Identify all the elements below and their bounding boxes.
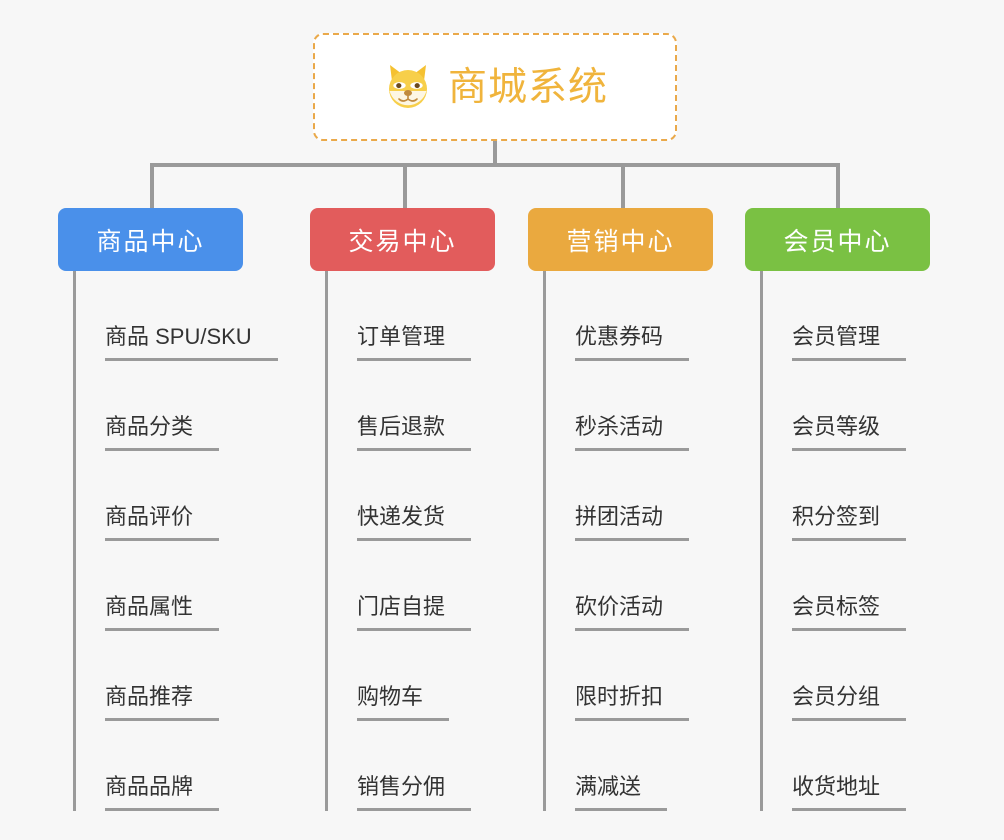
leaf-label: 商品推荐 xyxy=(105,686,220,721)
list-item[interactable]: 商品评价 xyxy=(73,451,278,541)
shiba-dog-face-icon xyxy=(382,61,434,113)
root-node[interactable]: 商城系统 xyxy=(313,33,677,141)
leaf-label: 拼团活动 xyxy=(575,506,690,541)
leaf-label: 会员标签 xyxy=(792,596,907,631)
list-item[interactable]: 收货地址 xyxy=(760,721,907,811)
connector-root-stem xyxy=(493,141,497,165)
list-item[interactable]: 积分签到 xyxy=(760,451,907,541)
leaf-label: 会员等级 xyxy=(792,416,907,451)
list-item[interactable]: 会员标签 xyxy=(760,541,907,631)
list-item[interactable]: 商品 SPU/SKU xyxy=(73,271,278,361)
leaf-label: 商品分类 xyxy=(105,416,220,451)
branch-leaf-list: 会员管理 会员等级 积分签到 会员标签 会员分组 收货地址 xyxy=(760,271,907,811)
leaf-label: 商品属性 xyxy=(105,596,220,631)
list-item[interactable]: 商品品牌 xyxy=(73,721,278,811)
connector-drop-3 xyxy=(621,163,625,209)
branch-trunk xyxy=(73,271,76,811)
list-item[interactable]: 快递发货 xyxy=(325,451,472,541)
leaf-label: 订单管理 xyxy=(357,326,472,361)
list-item[interactable]: 满减送 xyxy=(543,721,689,811)
leaf-label: 购物车 xyxy=(357,686,450,721)
list-item[interactable]: 会员分组 xyxy=(760,631,907,721)
leaf-label: 售后退款 xyxy=(357,416,472,451)
branch-header-label: 会员中心 xyxy=(783,227,892,256)
connector-drop-1 xyxy=(150,163,154,209)
list-item[interactable]: 商品推荐 xyxy=(73,631,278,721)
list-item[interactable]: 优惠券码 xyxy=(543,271,690,361)
leaf-label: 快递发货 xyxy=(357,506,472,541)
list-item[interactable]: 商品属性 xyxy=(73,541,278,631)
leaf-label: 满减送 xyxy=(575,776,668,811)
connector-horizontal-bus xyxy=(150,163,840,167)
branch-leaf-list: 订单管理 售后退款 快递发货 门店自提 购物车 销售分佣 xyxy=(325,271,472,811)
list-item[interactable]: 限时折扣 xyxy=(543,631,690,721)
branch-trunk xyxy=(543,271,546,811)
branch-header-product[interactable]: 商品中心 xyxy=(58,208,243,271)
branch-trunk xyxy=(325,271,328,811)
branch-header-member[interactable]: 会员中心 xyxy=(745,208,930,271)
branch-header-trade[interactable]: 交易中心 xyxy=(310,208,495,271)
list-item[interactable]: 拼团活动 xyxy=(543,451,690,541)
list-item[interactable]: 砍价活动 xyxy=(543,541,690,631)
leaf-label: 砍价活动 xyxy=(575,596,690,631)
leaf-label: 优惠券码 xyxy=(575,326,690,361)
leaf-label: 收货地址 xyxy=(792,776,907,811)
branch-leaf-list: 优惠券码 秒杀活动 拼团活动 砍价活动 限时折扣 满减送 xyxy=(543,271,690,811)
leaf-label: 限时折扣 xyxy=(575,686,690,721)
list-item[interactable]: 秒杀活动 xyxy=(543,361,690,451)
list-item[interactable]: 销售分佣 xyxy=(325,721,472,811)
connector-drop-4 xyxy=(836,163,840,209)
branch-header-label: 营销中心 xyxy=(566,227,675,256)
leaf-label: 销售分佣 xyxy=(357,776,472,811)
connector-drop-2 xyxy=(403,163,407,209)
list-item[interactable]: 订单管理 xyxy=(325,271,472,361)
branch-header-label: 交易中心 xyxy=(348,227,457,256)
leaf-label: 会员管理 xyxy=(792,326,907,361)
list-item[interactable]: 会员等级 xyxy=(760,361,907,451)
leaf-label: 会员分组 xyxy=(792,686,907,721)
leaf-label: 商品评价 xyxy=(105,506,220,541)
leaf-label: 秒杀活动 xyxy=(575,416,690,451)
list-item[interactable]: 门店自提 xyxy=(325,541,472,631)
list-item[interactable]: 购物车 xyxy=(325,631,471,721)
branch-header-label: 商品中心 xyxy=(96,227,205,256)
leaf-label: 商品 SPU/SKU xyxy=(105,326,278,361)
leaf-label: 积分签到 xyxy=(792,506,907,541)
list-item[interactable]: 会员管理 xyxy=(760,271,907,361)
list-item[interactable]: 商品分类 xyxy=(73,361,278,451)
branch-leaf-list: 商品 SPU/SKU 商品分类 商品评价 商品属性 商品推荐 商品品牌 xyxy=(73,271,278,811)
leaf-label: 门店自提 xyxy=(357,596,472,631)
list-item[interactable]: 售后退款 xyxy=(325,361,472,451)
leaf-label: 商品品牌 xyxy=(105,776,220,811)
root-title: 商城系统 xyxy=(447,65,608,109)
branch-header-marketing[interactable]: 营销中心 xyxy=(528,208,713,271)
branch-trunk xyxy=(760,271,763,811)
